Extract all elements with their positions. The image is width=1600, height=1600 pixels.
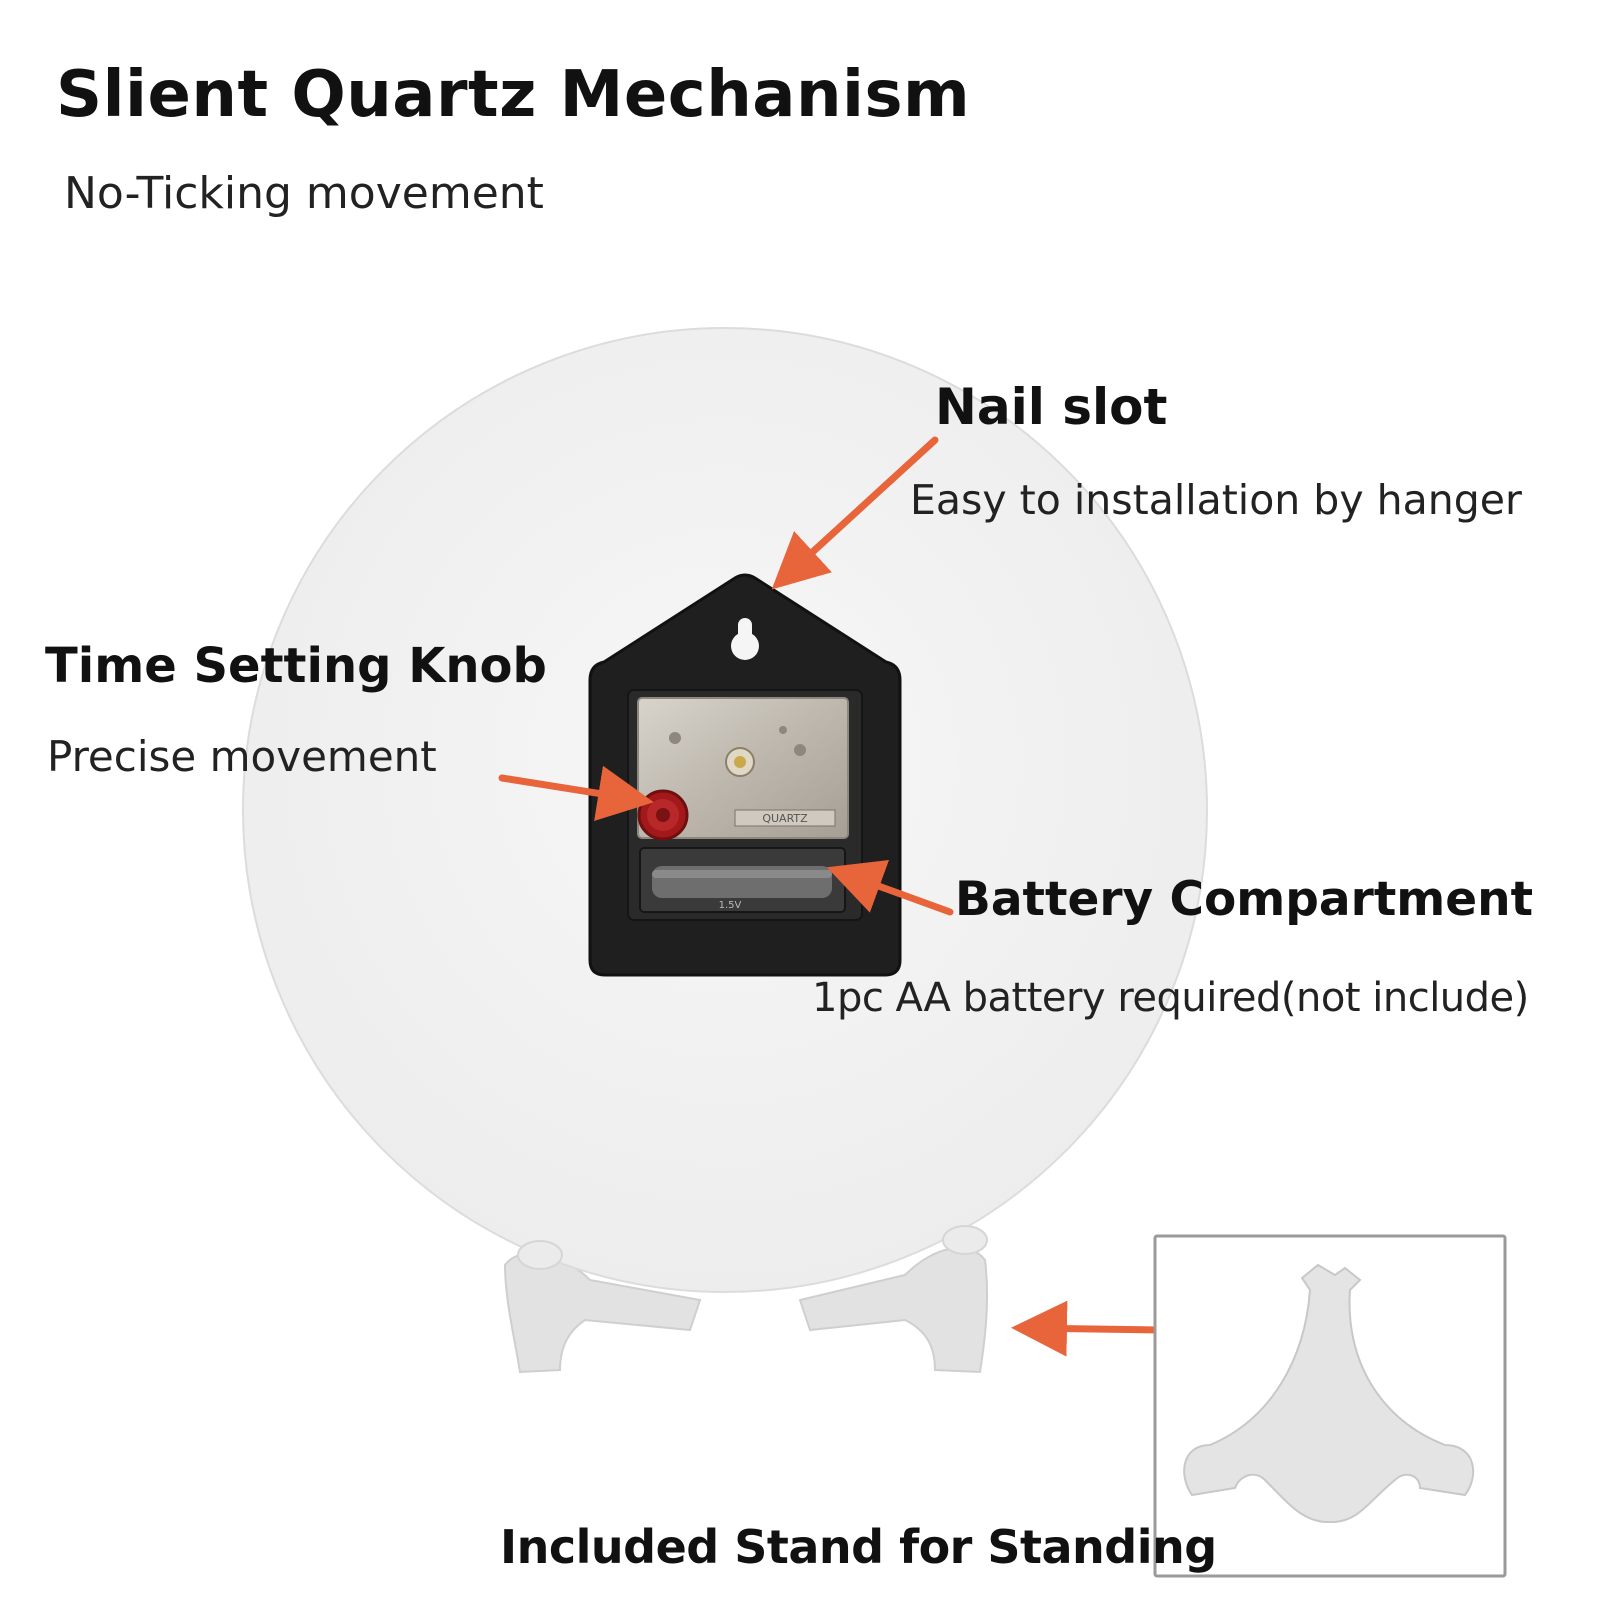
nail-slot-title: Nail slot <box>935 378 1168 436</box>
clock-mechanism: QUARTZ 1.5V <box>588 573 902 977</box>
time-knob-desc: Precise movement <box>47 732 437 781</box>
time-knob-title: Time Setting Knob <box>45 638 547 694</box>
stand-title: Included Stand for Standing <box>500 1520 1217 1574</box>
page-title: Slient Quartz Mechanism <box>56 58 971 132</box>
stand-inset <box>1153 1234 1507 1578</box>
arrow-nail-slot <box>771 436 939 590</box>
time-setting-knob <box>637 789 689 841</box>
stand-icon <box>1183 1263 1475 1523</box>
nail-slot-desc: Easy to installation by hanger <box>910 476 1522 524</box>
page-subtitle: No-Ticking movement <box>64 168 544 219</box>
battery-desc: 1pc AA battery required(not include) <box>812 975 1529 1021</box>
battery-title: Battery Compartment <box>955 872 1534 927</box>
nail-slot-hole <box>731 618 759 660</box>
quartz-marking: QUARTZ <box>762 812 808 825</box>
stand-tabs <box>517 1225 988 1270</box>
arrow-battery <box>826 860 954 916</box>
battery-marking: 1.5V <box>719 900 742 911</box>
arrow-time-knob <box>498 765 654 822</box>
